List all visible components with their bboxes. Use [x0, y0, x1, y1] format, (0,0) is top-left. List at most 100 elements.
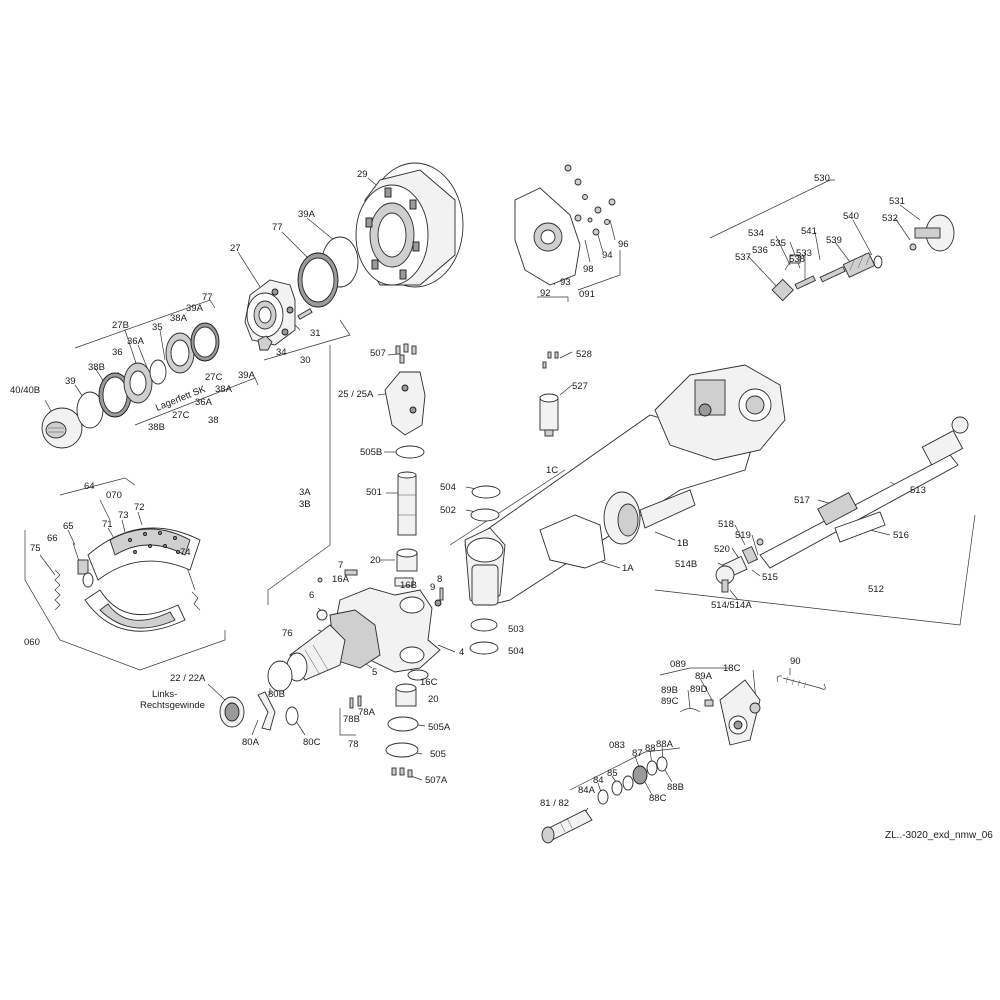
callout-515: 515: [762, 572, 778, 583]
clamp-516: [834, 511, 886, 543]
callout-89C: 89C: [661, 696, 679, 707]
part-537: [771, 278, 794, 302]
callout-534: 534: [748, 228, 764, 239]
clip-89B: [679, 708, 701, 713]
tie-rod-end-514: [715, 555, 748, 593]
washer-84: [611, 780, 623, 796]
callout-16C: 16C: [420, 677, 438, 688]
small-parts-93-98: [564, 164, 616, 236]
callout-7: 7: [338, 560, 343, 571]
callout-503: 503: [508, 624, 524, 635]
callout-76: 76: [282, 628, 293, 639]
callout-71: 71: [102, 519, 113, 530]
washer-84A: [597, 789, 609, 805]
callout-9: 9: [430, 582, 435, 593]
bearing-36: [123, 362, 153, 404]
callout-89B: 89B: [661, 685, 678, 696]
callout-518: 518: [718, 519, 734, 530]
spring-539: [842, 252, 876, 278]
callout-78: 78: [348, 739, 359, 750]
callout-88A: 88A: [656, 739, 674, 750]
king-pin-501: [397, 471, 417, 536]
callout-6: 6: [309, 590, 314, 601]
pins-528: [542, 351, 559, 369]
pins-78: [349, 695, 362, 709]
bracket-1A: [539, 514, 606, 569]
ring-88: [646, 760, 658, 776]
callout-505A: 505A: [428, 722, 451, 733]
callout-527: 527: [572, 381, 588, 392]
callout-39A-b: 39A: [238, 370, 256, 381]
roller-66: [82, 572, 94, 588]
callout-541: 541: [801, 226, 817, 237]
callout-40-40B: 40/40B: [10, 385, 40, 396]
callout-531: 531: [889, 196, 905, 207]
callout-38A-b: 38A: [215, 384, 233, 395]
actuator-531: [909, 214, 955, 252]
ring-502: [470, 508, 500, 522]
callout-38: 38: [208, 415, 219, 426]
callout-39A-kit: 39A: [186, 303, 204, 314]
callout-16A: 16A: [332, 574, 350, 585]
callout-536: 536: [752, 245, 768, 256]
seal-80A: [257, 691, 276, 731]
bearing-35: [165, 332, 195, 374]
callout-1B: 1B: [677, 538, 689, 549]
brake-drum-29: [355, 162, 464, 288]
ring-505A: [387, 716, 419, 732]
callout-540: 540: [843, 211, 859, 222]
callout-80B: 80B: [268, 689, 285, 700]
callout-514-514A: 514/514A: [711, 600, 752, 611]
callout-72: 72: [134, 502, 145, 513]
callout-517: 517: [794, 495, 810, 506]
callout-30: 30: [300, 355, 311, 366]
rod-541: [819, 266, 846, 283]
callout-083: 083: [609, 740, 625, 751]
wheel-stud-31: [297, 308, 313, 320]
callout-35: 35: [152, 322, 163, 333]
callout-96: 96: [618, 239, 629, 250]
callout-25: 25 / 25A: [338, 389, 374, 400]
callout-88: 88: [645, 743, 656, 754]
brake-shoe-upper: [87, 527, 201, 581]
axle-nut-22: [219, 696, 245, 728]
callout-66: 66: [47, 533, 58, 544]
callout-27B: 27B: [112, 320, 129, 331]
callout-75: 75: [30, 543, 41, 554]
callout-links-1: Links-: [152, 689, 177, 700]
screws-507A: [391, 767, 413, 778]
part-6: [316, 609, 328, 621]
hub-cap-40: [41, 407, 83, 449]
pin-533: [794, 275, 816, 290]
callout-530: 530: [814, 173, 830, 184]
callout-504-upper: 504: [440, 482, 456, 493]
callout-39: 39: [65, 376, 76, 387]
differential-housing: [654, 364, 786, 461]
callout-27: 27: [230, 243, 241, 254]
camshaft-81: [541, 809, 593, 844]
callout-38B-b: 38B: [148, 422, 165, 433]
callout-18C: 18C: [723, 663, 741, 674]
callout-88C: 88C: [649, 793, 667, 804]
callout-519: 519: [735, 530, 751, 541]
callout-36A: 36A: [127, 336, 145, 347]
callout-1A: 1A: [622, 563, 634, 574]
anchor-plate-92: [514, 187, 581, 286]
callout-513: 513: [910, 485, 926, 496]
callout-060: 060: [24, 637, 40, 648]
steering-knuckle-3A: [329, 587, 441, 673]
callout-3B: 3B: [299, 499, 311, 510]
callout-505B: 505B: [360, 447, 382, 458]
callout-81-82: 81 / 82: [540, 798, 569, 809]
callout-20-upper: 20: [370, 555, 381, 566]
clamp-515-519-520: [741, 538, 764, 565]
callout-29: 29: [357, 169, 368, 180]
callout-27C-a: 27C: [205, 372, 223, 383]
ring-504-upper: [471, 485, 501, 499]
callout-502: 502: [440, 505, 456, 516]
part-89D: [704, 699, 714, 707]
screws-507: [395, 343, 417, 364]
callout-34: 34: [276, 347, 287, 358]
part-16B: [394, 577, 414, 587]
callout-537: 537: [735, 252, 751, 263]
